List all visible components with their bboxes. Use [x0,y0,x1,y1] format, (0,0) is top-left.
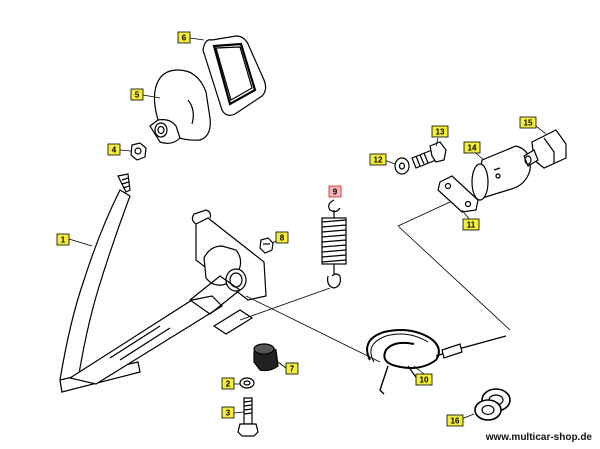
svg-text:5: 5 [135,91,140,100]
label-part-16: 16 [446,414,464,427]
part-15-fitting-icon [523,129,567,169]
label-part-4: 4 [107,143,121,156]
part-11-bracket-plate-icon [437,175,479,213]
part-3-bolt-icon [237,397,259,437]
label-part-11: 11 [462,218,480,231]
label-part-3: 3 [221,406,235,419]
part-7-cap-icon [253,343,279,372]
label-part-15: 15 [519,116,537,129]
svg-text:9: 9 [333,188,338,197]
svg-text:1: 1 [61,236,66,245]
svg-text:16: 16 [451,417,460,426]
cable-routing-line-icon [239,201,511,363]
label-part-9: 9 [328,185,342,198]
part-8-nut-icon [259,237,274,254]
part-4-nut-icon [130,142,147,161]
svg-text:12: 12 [374,156,383,165]
website-watermark: www.multicar-shop.de [485,432,592,443]
label-part-14: 14 [463,141,481,154]
bracket-assembly-icon [68,209,267,385]
svg-text:13: 13 [436,128,445,137]
svg-text:15: 15 [524,119,533,128]
label-part-1: 1 [56,233,70,246]
part-16-nuts-icon [474,388,511,421]
label-part-12: 12 [369,153,387,166]
svg-text:7: 7 [290,365,295,374]
leader-lines [68,37,547,421]
svg-text:14: 14 [468,144,477,153]
part-10-throttle-cable-icon [366,329,507,395]
part-12-washer-icon [394,157,410,175]
label-part-5: 5 [130,88,144,101]
svg-text:11: 11 [467,221,476,230]
svg-text:2: 2 [226,380,231,389]
label-part-13: 13 [431,125,449,138]
label-part-6: 6 [177,31,191,44]
label-part-8: 8 [275,231,289,244]
label-part-2: 2 [221,377,235,390]
svg-text:4: 4 [112,146,117,155]
svg-text:6: 6 [182,34,187,43]
part-13-bolt-icon [411,141,447,169]
svg-text:3: 3 [226,409,231,418]
svg-text:8: 8 [280,234,285,243]
part-9-spring-icon [321,199,347,289]
part-14-housing-icon [471,145,531,201]
label-part-7: 7 [285,362,299,375]
label-part-10: 10 [415,373,433,386]
part-6-rubber-pad-icon [202,35,267,116]
svg-text:10: 10 [420,376,429,385]
part-2-washer-icon [239,377,255,389]
part-5-pedal-plate-icon [149,69,211,144]
